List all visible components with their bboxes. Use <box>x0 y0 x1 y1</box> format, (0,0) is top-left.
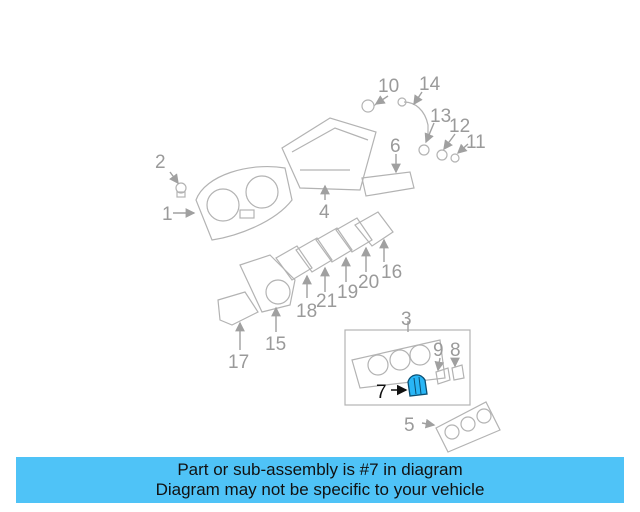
clip-part <box>418 144 430 156</box>
hose-part <box>397 97 429 140</box>
callout-15: 15 <box>265 334 286 355</box>
switch-19-part <box>315 227 353 263</box>
sensor-part <box>361 99 381 113</box>
nut-part <box>450 153 460 163</box>
callout-19: 19 <box>337 282 358 303</box>
callout-16: 16 <box>381 262 402 283</box>
washer-part <box>436 149 448 161</box>
switch-21-part <box>295 237 333 273</box>
callout-3: 3 <box>401 309 412 330</box>
headlight-switch-part <box>239 254 296 313</box>
callout-14: 14 <box>419 74 441 95</box>
callout-11: 11 <box>466 132 486 153</box>
callout-9: 9 <box>433 340 444 361</box>
callout-7-highlighted: 7 <box>376 382 387 403</box>
info-banner: Part or sub-assembly is #7 in diagram Di… <box>16 457 624 503</box>
callout-12: 12 <box>449 116 470 137</box>
bezel-part <box>361 171 415 197</box>
callout-8: 8 <box>450 340 461 361</box>
callout-17: 17 <box>228 352 249 373</box>
callout-4: 4 <box>319 202 330 223</box>
callout-10: 10 <box>378 76 399 97</box>
face-plate-part <box>435 401 501 453</box>
callout-21: 21 <box>316 291 337 312</box>
banner-line-1: Part or sub-assembly is #7 in diagram <box>177 460 463 479</box>
knob-part-highlighted <box>407 374 428 397</box>
bulb-part <box>175 182 187 198</box>
callout-labels: 1 2 3 4 5 6 7 8 9 10 11 12 13 14 15 16 1… <box>155 74 486 436</box>
callout-2: 2 <box>155 152 166 173</box>
module-part <box>217 291 259 326</box>
instrument-cluster-part <box>195 165 293 241</box>
callout-18: 18 <box>296 301 317 322</box>
callout-13: 13 <box>430 106 451 127</box>
switch-20-part <box>335 217 373 253</box>
switch-16-part <box>354 211 394 247</box>
callout-1: 1 <box>162 204 173 225</box>
control-module-part <box>281 117 377 191</box>
callout-6: 6 <box>390 136 401 157</box>
callout-5: 5 <box>404 415 415 436</box>
banner-line-2: Diagram may not be specific to your vehi… <box>155 480 485 499</box>
leader-lines <box>169 91 469 429</box>
callout-20: 20 <box>358 272 379 293</box>
switch-18-part <box>275 245 313 281</box>
